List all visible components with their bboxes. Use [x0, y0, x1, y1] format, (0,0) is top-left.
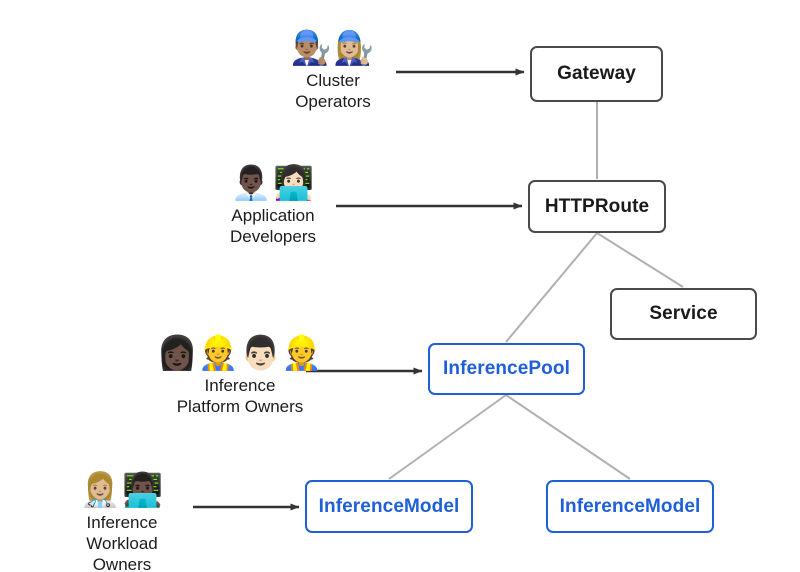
actor-label-line2: Operators [295, 92, 371, 111]
node-label: Gateway [557, 63, 636, 84]
persona-people-icon: 👩🏼‍⚕️👨🏿‍💻 [79, 470, 165, 509]
persona-people-icon: 👨🏿‍💼👩🏻‍💻 [230, 163, 316, 202]
actor-label-line2: Workload Owners [86, 534, 158, 572]
node-inferencepool[interactable]: InferencePool [428, 343, 585, 395]
node-label: Service [649, 303, 718, 324]
node-inferencemodel1[interactable]: InferenceModel [305, 480, 473, 533]
node-label: InferenceModel [559, 495, 701, 517]
node-label: InferenceModel [318, 495, 460, 517]
persona-arrow-lines [193, 68, 525, 511]
actor-label-line2: Developers [230, 227, 316, 246]
node-label: HTTPRoute [544, 195, 650, 217]
connector-inferencepool-model2 [505, 394, 631, 480]
node-label: InferencePool [443, 358, 570, 379]
connector-httproute-service [596, 232, 684, 288]
node-inferencemodel2[interactable]: InferenceModel [546, 480, 714, 533]
actor-label-line1: Inference [86, 513, 158, 532]
actor-label-line1: Cluster [306, 71, 360, 90]
actor-label-line1: Inference [204, 376, 276, 395]
node-service[interactable]: Service [610, 288, 757, 340]
node-httproute[interactable]: HTTPRoute [528, 180, 666, 233]
persona-people-icon: 👨🏽‍🔧👩🏼‍🔧 [290, 28, 376, 67]
connector-httproute-inferencepool [505, 232, 598, 343]
actor-label-line2: Platform Owners [176, 397, 304, 416]
persona-people-icon: 👩🏿‍👷👨🏻‍👷 [156, 333, 324, 372]
node-gateway[interactable]: Gateway [530, 46, 663, 102]
connector-inferencepool-model1 [388, 394, 507, 480]
actor-label-line1: Application [231, 206, 315, 225]
